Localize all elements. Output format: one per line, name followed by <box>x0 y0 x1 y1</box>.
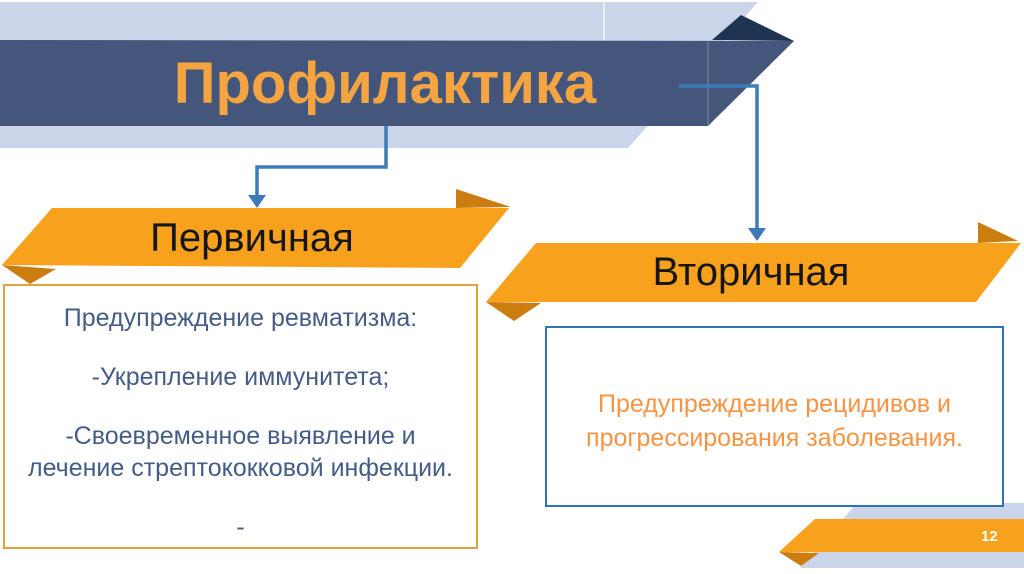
primary-arrow-left-fold <box>2 265 56 284</box>
connector-title-to-primary <box>255 126 388 196</box>
title-banner-shape <box>0 40 794 126</box>
slide-title: Профилактика <box>173 51 597 116</box>
secondary-box-line: прогрессирования заболевания. <box>586 423 963 452</box>
secondary-box-line: Предупреждение рецидивов и <box>598 389 951 418</box>
connector-secondary-arrowhead-icon <box>748 228 766 241</box>
secondary-arrow-label: Вторичная <box>652 250 850 294</box>
primary-box-line: - <box>236 513 245 541</box>
footer-orange-band-shape <box>779 519 1024 552</box>
footer-orange-band-fold <box>779 552 819 566</box>
secondary-content-box: Предупреждение рецидивов и прогрессирова… <box>545 326 1004 507</box>
connector-title-to-secondary <box>679 84 759 229</box>
secondary-arrow-left-fold <box>486 302 541 321</box>
primary-arrow-right-fold <box>456 189 511 208</box>
secondary-arrow-right-fold <box>978 222 1018 243</box>
page-number: 12 <box>981 528 998 545</box>
primary-box-line: Предупреждение ревматизма: <box>63 304 418 332</box>
primary-content-box: Предупреждение ревматизма: -Укрепление и… <box>3 284 478 549</box>
primary-box-line: -Укрепление иммунитета; <box>91 363 390 391</box>
primary-arrow-shape <box>2 208 509 268</box>
connector-primary-arrowhead-icon <box>248 195 266 208</box>
title-banner-fold-shape <box>712 15 794 41</box>
primary-arrow-label: Первичная <box>150 216 354 260</box>
primary-box-line: -Своевременное выявление и <box>65 422 416 450</box>
primary-box-line: лечение стрептококковой инфекции. <box>28 454 453 482</box>
secondary-arrow-shape <box>486 243 1021 302</box>
